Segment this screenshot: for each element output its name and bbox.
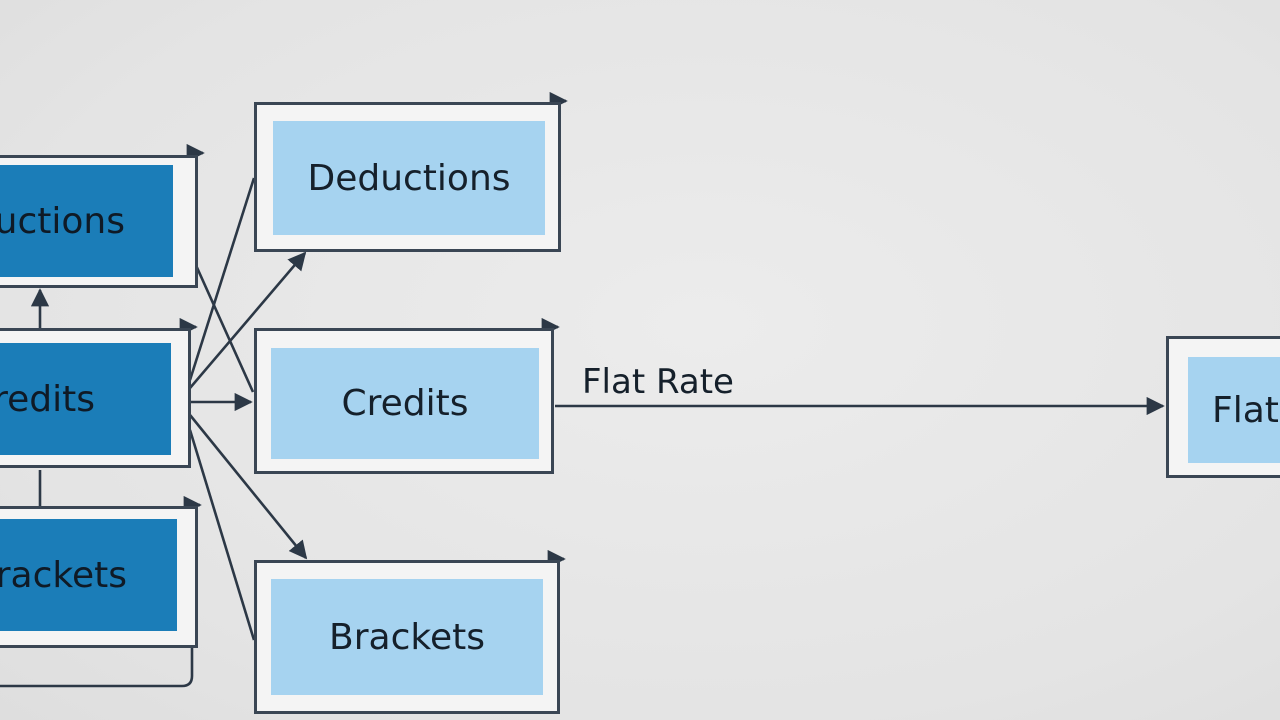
node-left-credits-label: redits xyxy=(0,343,171,455)
edge-left-credits-to-deductions-side xyxy=(188,177,256,381)
edge-credits-to-brackets-side xyxy=(188,429,256,641)
node-left-brackets: Brackets xyxy=(0,506,198,648)
node-credits: Credits xyxy=(254,328,554,474)
node-left-deductions: ductions xyxy=(0,155,198,288)
node-brackets-label: Brackets xyxy=(271,579,543,695)
edge-left-deductions-to-credits xyxy=(188,251,255,393)
node-brackets: Brackets xyxy=(254,560,560,714)
node-deductions: Deductions xyxy=(254,102,561,252)
node-flat-label: Flat xyxy=(1188,357,1280,463)
node-left-brackets-label: Brackets xyxy=(0,519,177,631)
node-left-deductions-label: ductions xyxy=(0,165,173,277)
edge-left-credits-to-brackets xyxy=(188,414,308,560)
node-credits-label: Credits xyxy=(271,348,539,459)
node-flat: Flat xyxy=(1166,336,1280,478)
edge-left-bracket-bottom xyxy=(0,648,194,688)
node-left-credits: redits xyxy=(0,328,191,468)
node-deductions-label: Deductions xyxy=(273,121,545,235)
edge-left-credits-to-deductions xyxy=(189,251,307,389)
edge-label-flat-rate: Flat Rate xyxy=(582,362,734,402)
